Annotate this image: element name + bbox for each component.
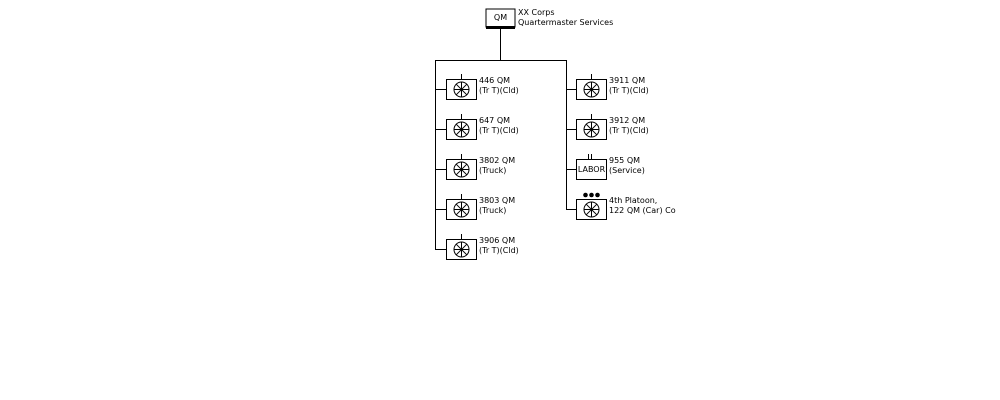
- wheel-icon: [583, 121, 600, 138]
- unit-type: 122 QM (Car) Co: [609, 206, 676, 215]
- hq-name-line2: Quartermaster Services: [518, 18, 614, 27]
- left-unit-4: [435, 234, 477, 260]
- hq-name: XX Corps Quartermaster Services: [518, 8, 613, 28]
- hq-name-line1: XX Corps: [518, 8, 555, 17]
- unit-type: (Tr T)(Cld): [479, 126, 519, 135]
- left-unit-label-1: 647 QM(Tr T)(Cld): [479, 116, 519, 136]
- unit-name: 3911 QM: [609, 76, 646, 85]
- left-unit-2: [435, 154, 477, 180]
- right-unit-label-2: 955 QM(Service): [609, 156, 645, 176]
- wheel-icon: [583, 201, 600, 218]
- left-unit-label-0: 446 QM(Tr T)(Cld): [479, 76, 519, 96]
- echelon-dot: [583, 192, 588, 198]
- wheel-icon: [453, 241, 470, 258]
- echelon-dot: [595, 192, 600, 198]
- wheel-icon: [453, 161, 470, 178]
- left-unit-0: [435, 74, 477, 100]
- unit-name: 3912 QM: [609, 116, 646, 125]
- unit-type: (Tr T)(Cld): [479, 86, 519, 95]
- unit-name: 3803 QM: [479, 196, 516, 205]
- hq-symbol: [485, 8, 516, 29]
- right-unit-2: [566, 154, 607, 180]
- left-unit-3: [435, 194, 477, 220]
- unit-name: 3802 QM: [479, 156, 516, 165]
- unit-type: (Truck): [479, 206, 507, 215]
- unit-type: (Tr T)(Cld): [609, 86, 649, 95]
- connector-lines: [435, 29, 567, 250]
- right-unit-label-0: 3911 QM(Tr T)(Cld): [609, 76, 649, 96]
- unit-name: 3906 QM: [479, 236, 516, 245]
- left-unit-label-4: 3906 QM(Tr T)(Cld): [479, 236, 519, 256]
- labor-icon: LABOR: [577, 165, 606, 174]
- unit-type: (Service): [609, 166, 645, 175]
- right-unit-3: [566, 192, 607, 220]
- right-unit-1: [566, 114, 607, 140]
- unit-name: 446 QM: [479, 76, 511, 85]
- unit-type: (Truck): [479, 166, 507, 175]
- hq-symbol-label: QM: [493, 13, 508, 22]
- unit-frame: [576, 159, 607, 180]
- wheel-icon: [453, 201, 470, 218]
- right-unit-label-1: 3912 QM(Tr T)(Cld): [609, 116, 649, 136]
- right-unit-label-3: 4th Platoon,122 QM (Car) Co: [609, 196, 676, 216]
- unit-name: 647 QM: [479, 116, 511, 125]
- unit-name: 955 QM: [609, 156, 641, 165]
- unit-name: 4th Platoon,: [609, 196, 658, 205]
- echelon-dot: [589, 192, 594, 198]
- wheel-icon: [453, 81, 470, 98]
- left-unit-label-2: 3802 QM(Truck): [479, 156, 515, 176]
- right-unit-0: [566, 74, 607, 100]
- unit-type: (Tr T)(Cld): [609, 126, 649, 135]
- unit-type: (Tr T)(Cld): [479, 246, 519, 255]
- unit-symbols: [435, 74, 607, 260]
- wheel-icon: [583, 81, 600, 98]
- left-unit-1: [435, 114, 477, 140]
- left-unit-label-3: 3803 QM(Truck): [479, 196, 515, 216]
- wheel-icon: [453, 121, 470, 138]
